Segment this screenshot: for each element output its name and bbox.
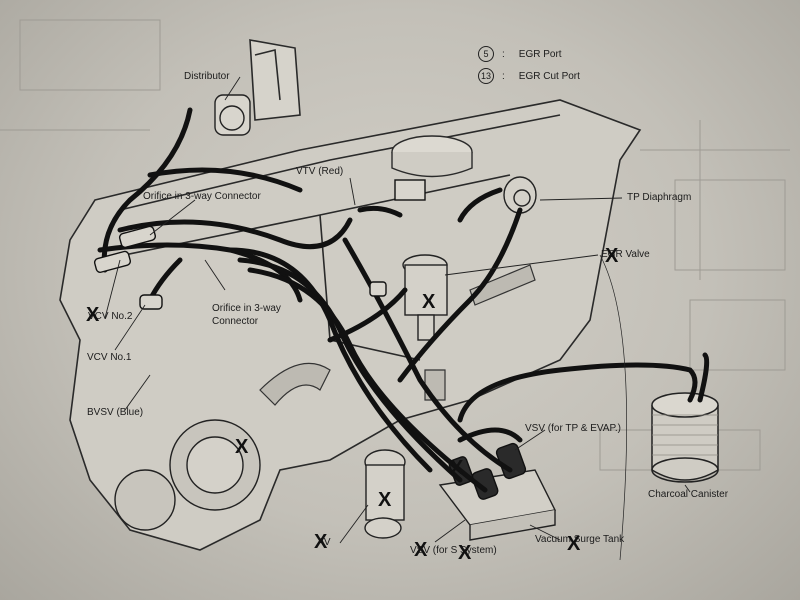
legend-item-egr-cut-port: 13: EGR Cut Port <box>478 68 580 84</box>
x-mark: X <box>567 533 581 555</box>
label-orifice-upper: Orifice in 3-way Connector <box>143 191 261 202</box>
pulleys <box>114 419 261 531</box>
legend-number: 13 <box>478 68 494 84</box>
legend-item-egr-port: 5: EGR Port <box>478 46 562 62</box>
label-bvsv: BVSV (Blue) <box>87 407 144 418</box>
label-vsv-s-system: VSV (for S System) <box>410 545 497 556</box>
leader-lines <box>104 76 691 561</box>
hose-fittings <box>93 179 426 310</box>
legend-separator: : <box>502 71 505 82</box>
legend-label: EGR Port <box>518 49 562 60</box>
air-cleaner <box>391 135 473 178</box>
background-schematic <box>0 19 790 471</box>
x-mark: X <box>378 489 392 511</box>
x-mark: X <box>458 542 472 564</box>
distributor-unit <box>214 94 251 136</box>
label-distributor: Distributor <box>184 71 230 82</box>
label-vcv-no2: VCV No.2 <box>88 311 133 322</box>
label-orifice-lower-line2: Connector <box>212 316 259 327</box>
charcoal-canister <box>651 392 719 483</box>
legend-number: 5 <box>478 46 494 62</box>
x-mark: X <box>450 457 464 479</box>
egr-valve-body <box>402 254 448 341</box>
x-mark: X <box>235 436 249 458</box>
label-orifice-lower-line1: Orifice in 3-way <box>212 303 281 314</box>
label-av: AV <box>318 537 331 548</box>
label-tp-diaphragm: TP Diaphragm <box>627 192 692 203</box>
air-valve-body <box>364 449 406 539</box>
vacuum-surge-tank <box>438 469 557 541</box>
label-vsv-tp-evap: VSV (for TP & EVAP.) <box>525 423 621 434</box>
x-mark: X <box>314 531 328 553</box>
label-egr-valve: EGR Valve <box>601 249 650 260</box>
x-mark: X <box>422 291 436 313</box>
label-vtv: VTV (Red) <box>296 166 344 177</box>
x-mark: X <box>605 245 619 267</box>
legend-label: EGR Cut Port <box>518 71 580 82</box>
x-mark: X <box>86 304 100 326</box>
label-vcv-no1: VCV No.1 <box>87 352 132 363</box>
label-vacuum-surge-tank: Vacuum Surge Tank <box>535 534 625 545</box>
x-mark: X <box>414 539 428 561</box>
label-charcoal-canister: Charcoal Canister <box>648 489 729 500</box>
legend-separator: : <box>502 49 505 60</box>
vacuum-hoses <box>97 107 710 493</box>
